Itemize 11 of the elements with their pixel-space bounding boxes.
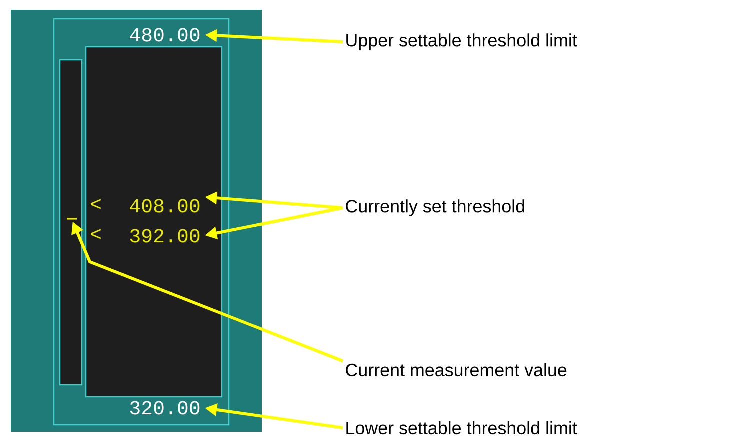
callout-text: Lower settable threshold limit <box>346 421 578 435</box>
callout-text: Upper settable threshold limit <box>346 34 578 50</box>
pointer-symbol: < <box>91 229 101 240</box>
threshold-value: 392.00 <box>130 229 200 243</box>
scale-value: 320.00 <box>130 401 200 415</box>
threshold-value: 408.00 <box>130 199 200 213</box>
scale-value: 480.00 <box>130 28 200 42</box>
pointer-symbol: < <box>91 199 101 210</box>
callout-text: Current measurement value <box>346 363 567 377</box>
callout-text: Currently set threshold <box>346 200 524 216</box>
measurement-marker <box>67 218 77 220</box>
